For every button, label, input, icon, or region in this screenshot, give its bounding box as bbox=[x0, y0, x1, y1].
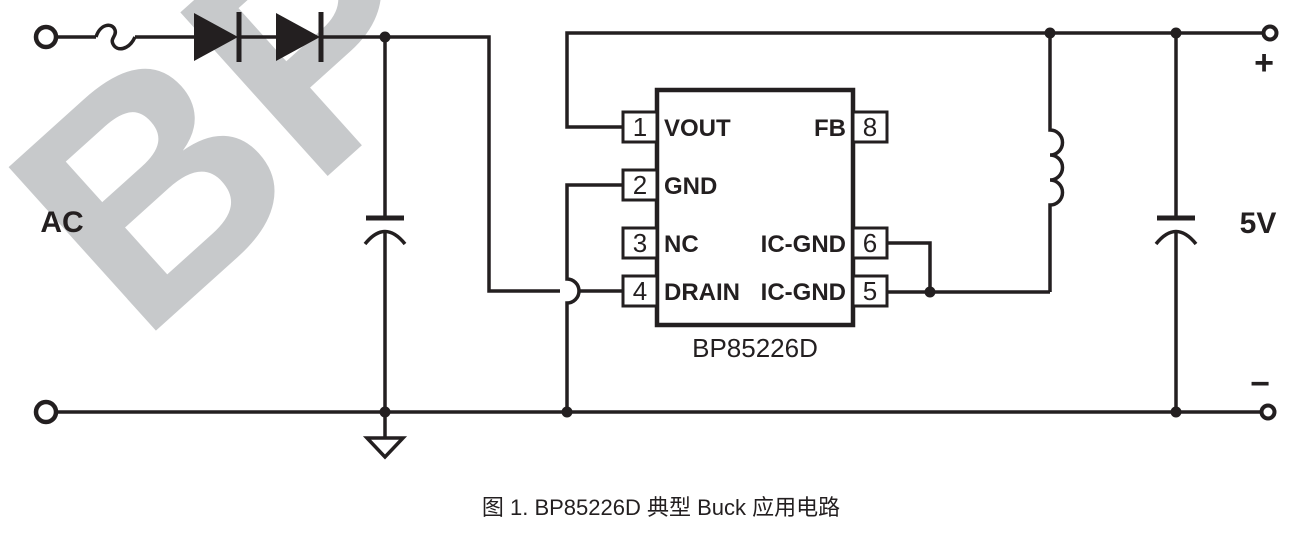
pin-number-5: 5 bbox=[863, 276, 877, 306]
figure-caption: 图 1. BP85226D 典型 Buck 应用电路 bbox=[482, 495, 840, 520]
pin-box-3 bbox=[621, 226, 659, 260]
wire-rect-to-drain bbox=[322, 35, 560, 293]
junction-dot bbox=[1170, 406, 1182, 418]
ground-icon bbox=[362, 436, 408, 460]
pin-number-6: 6 bbox=[863, 228, 877, 258]
minus-sign: − bbox=[1250, 365, 1270, 403]
pin-name-drain: DRAIN bbox=[664, 279, 740, 306]
plus-sign: + bbox=[1254, 44, 1274, 82]
junction-dot bbox=[1044, 27, 1056, 39]
ac-input-label: AC bbox=[40, 206, 83, 239]
pin-number-4: 4 bbox=[633, 276, 647, 306]
diode2-icon bbox=[276, 13, 320, 61]
ac-input-terminal-top bbox=[33, 24, 59, 50]
pin-name-icgnd-5: IC-GND bbox=[761, 279, 846, 306]
pin-name-icgnd-6: IC-GND bbox=[761, 231, 846, 258]
output-terminal-plus bbox=[1261, 24, 1279, 42]
pin-box-8 bbox=[851, 110, 889, 144]
inductor-symbol bbox=[1048, 33, 1065, 292]
fuse-symbol bbox=[94, 23, 137, 51]
output-cap-plate-bottom bbox=[1154, 229, 1198, 246]
pin-number-8: 8 bbox=[863, 112, 877, 142]
pin-box-5 bbox=[851, 274, 889, 308]
ic-part-number: BP85226D bbox=[692, 333, 818, 363]
ic-body bbox=[654, 87, 856, 328]
pin-box-4 bbox=[621, 274, 659, 308]
pin-number-2: 2 bbox=[633, 170, 647, 200]
wire-vout-rail bbox=[565, 31, 1263, 129]
junction-dot bbox=[379, 406, 391, 418]
pin-name-vout: VOUT bbox=[664, 115, 731, 142]
pin-name-fb: FB bbox=[814, 115, 846, 142]
brand-watermark: BP bbox=[0, 0, 516, 396]
pin-number-1: 1 bbox=[633, 112, 647, 142]
diode1-icon bbox=[194, 13, 238, 61]
junction-dot bbox=[1170, 27, 1182, 39]
pin-box-1 bbox=[621, 110, 659, 144]
input-cap-plate-bottom bbox=[363, 229, 407, 246]
pin-number-3: 3 bbox=[633, 228, 647, 258]
wire-gnd-with-hop bbox=[565, 183, 623, 412]
wire-icgnd6 bbox=[887, 241, 932, 292]
output-terminal-minus bbox=[1259, 403, 1277, 421]
ac-input-terminal-bottom bbox=[33, 399, 59, 425]
pin-box-6 bbox=[851, 226, 889, 260]
junction-dot bbox=[379, 31, 391, 43]
junction-dot bbox=[924, 286, 936, 298]
output-voltage-label: 5V bbox=[1240, 207, 1277, 240]
pin-name-gnd: GND bbox=[664, 173, 717, 200]
junction-dot bbox=[561, 406, 573, 418]
pin-name-nc: NC bbox=[664, 231, 699, 258]
pin-box-2 bbox=[621, 168, 659, 202]
